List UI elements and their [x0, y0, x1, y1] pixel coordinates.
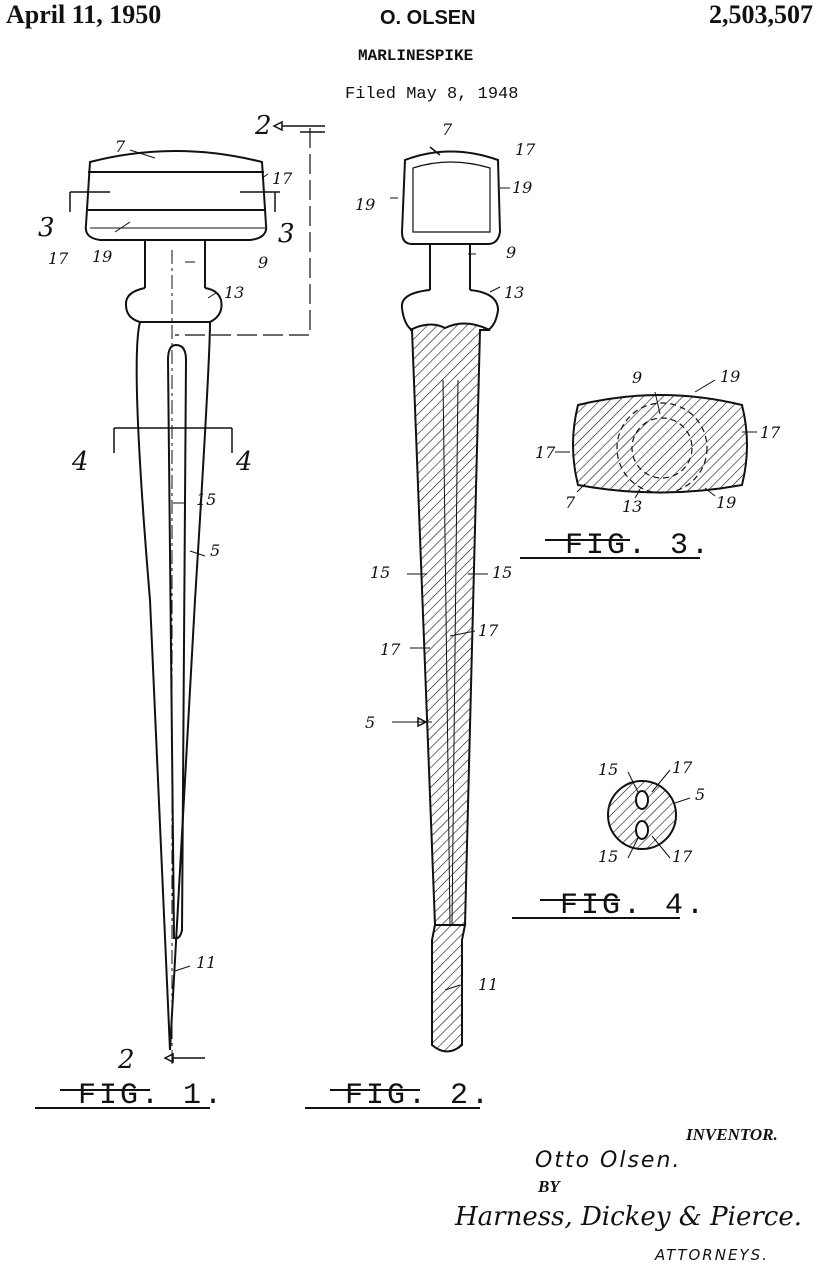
- ref-numeral: 19: [720, 367, 740, 386]
- section-marker: 2: [254, 111, 272, 141]
- fig4-cross-section: [607, 769, 691, 859]
- patent-date: April 11, 1950: [6, 0, 162, 29]
- fig2-shaft-section: [409, 322, 491, 926]
- section-marker: 4: [235, 447, 253, 477]
- fig2-marlinespike-section-view: [390, 146, 510, 1053]
- ref-numeral: 5: [210, 541, 220, 560]
- ref-numeral: 17: [672, 847, 693, 866]
- ref-numeral: 13: [622, 497, 642, 516]
- inventor-label: INVENTOR.: [686, 1125, 778, 1144]
- fig4-caption: FIG. 4.: [560, 889, 707, 923]
- ref-numeral: 9: [506, 243, 516, 262]
- ref-numeral: 17: [380, 640, 401, 659]
- ref-numeral: 11: [478, 975, 498, 994]
- ref-numeral: 17: [272, 169, 293, 188]
- ref-numeral: 9: [258, 253, 268, 272]
- fig1-caption: FIG. 1.: [78, 1079, 225, 1113]
- fig1-marlinespike-side-view: [69, 120, 325, 1065]
- section-marker: 2: [117, 1045, 135, 1075]
- ref-numeral: 15: [196, 490, 216, 509]
- ref-numeral: 9: [632, 368, 642, 387]
- fig2-head: [400, 150, 502, 245]
- fig1-groove: [166, 343, 188, 940]
- patent-number: 2,503,507: [709, 0, 813, 29]
- ref-numeral: 7: [565, 493, 576, 512]
- ref-numeral: 15: [598, 760, 618, 779]
- ref-numeral: 7: [442, 120, 453, 139]
- fig1-neck: [144, 240, 206, 288]
- ref-numeral: 19: [716, 493, 736, 512]
- attorneys-label: ATTORNEYS.: [655, 1246, 769, 1264]
- ref-numeral: 13: [224, 283, 244, 302]
- fig2-caption: FIG. 2.: [345, 1079, 492, 1113]
- inventor-name: O. OLSEN: [380, 7, 476, 29]
- fig1-collar: [124, 287, 223, 323]
- section-marker: 3: [278, 219, 295, 249]
- ref-numeral: 19: [92, 247, 112, 266]
- section-marker: 3: [38, 213, 55, 243]
- ref-numeral: 19: [355, 195, 375, 214]
- patent-title: MARLINESPIKE: [358, 47, 474, 65]
- ref-numeral: 7: [115, 137, 126, 156]
- fig1-shaft: [135, 321, 211, 1051]
- by-label: BY: [538, 1177, 560, 1196]
- fig2-neck: [429, 244, 471, 290]
- ref-numeral: 17: [672, 758, 693, 777]
- ref-numeral: 17: [535, 443, 556, 462]
- ref-numeral: 5: [695, 785, 705, 804]
- inventor-signature: Otto Olsen.: [535, 1148, 682, 1173]
- ref-numeral: 17: [760, 423, 781, 442]
- ref-numeral: 17: [478, 621, 499, 640]
- fig3-caption: FIG. 3.: [565, 529, 712, 563]
- ref-numeral: 15: [598, 847, 618, 866]
- ref-numeral: 19: [512, 178, 532, 197]
- section-marker: 4: [71, 447, 89, 477]
- filed-date: Filed May 8, 1948: [345, 85, 519, 104]
- attorneys-signature: Harness, Dickey & Pierce.: [455, 1202, 803, 1232]
- fig3-cross-section: [555, 379, 757, 499]
- ref-numeral: 11: [196, 953, 216, 972]
- ref-numeral: 13: [504, 283, 524, 302]
- ref-numeral: 5: [365, 713, 375, 732]
- ref-numeral: 17: [515, 140, 536, 159]
- ref-numeral: 15: [370, 563, 390, 582]
- fig1-head: [84, 150, 268, 241]
- ref-numeral: 17: [48, 249, 69, 268]
- ref-numeral: 15: [492, 563, 512, 582]
- fig2-tip-section: [431, 924, 467, 1053]
